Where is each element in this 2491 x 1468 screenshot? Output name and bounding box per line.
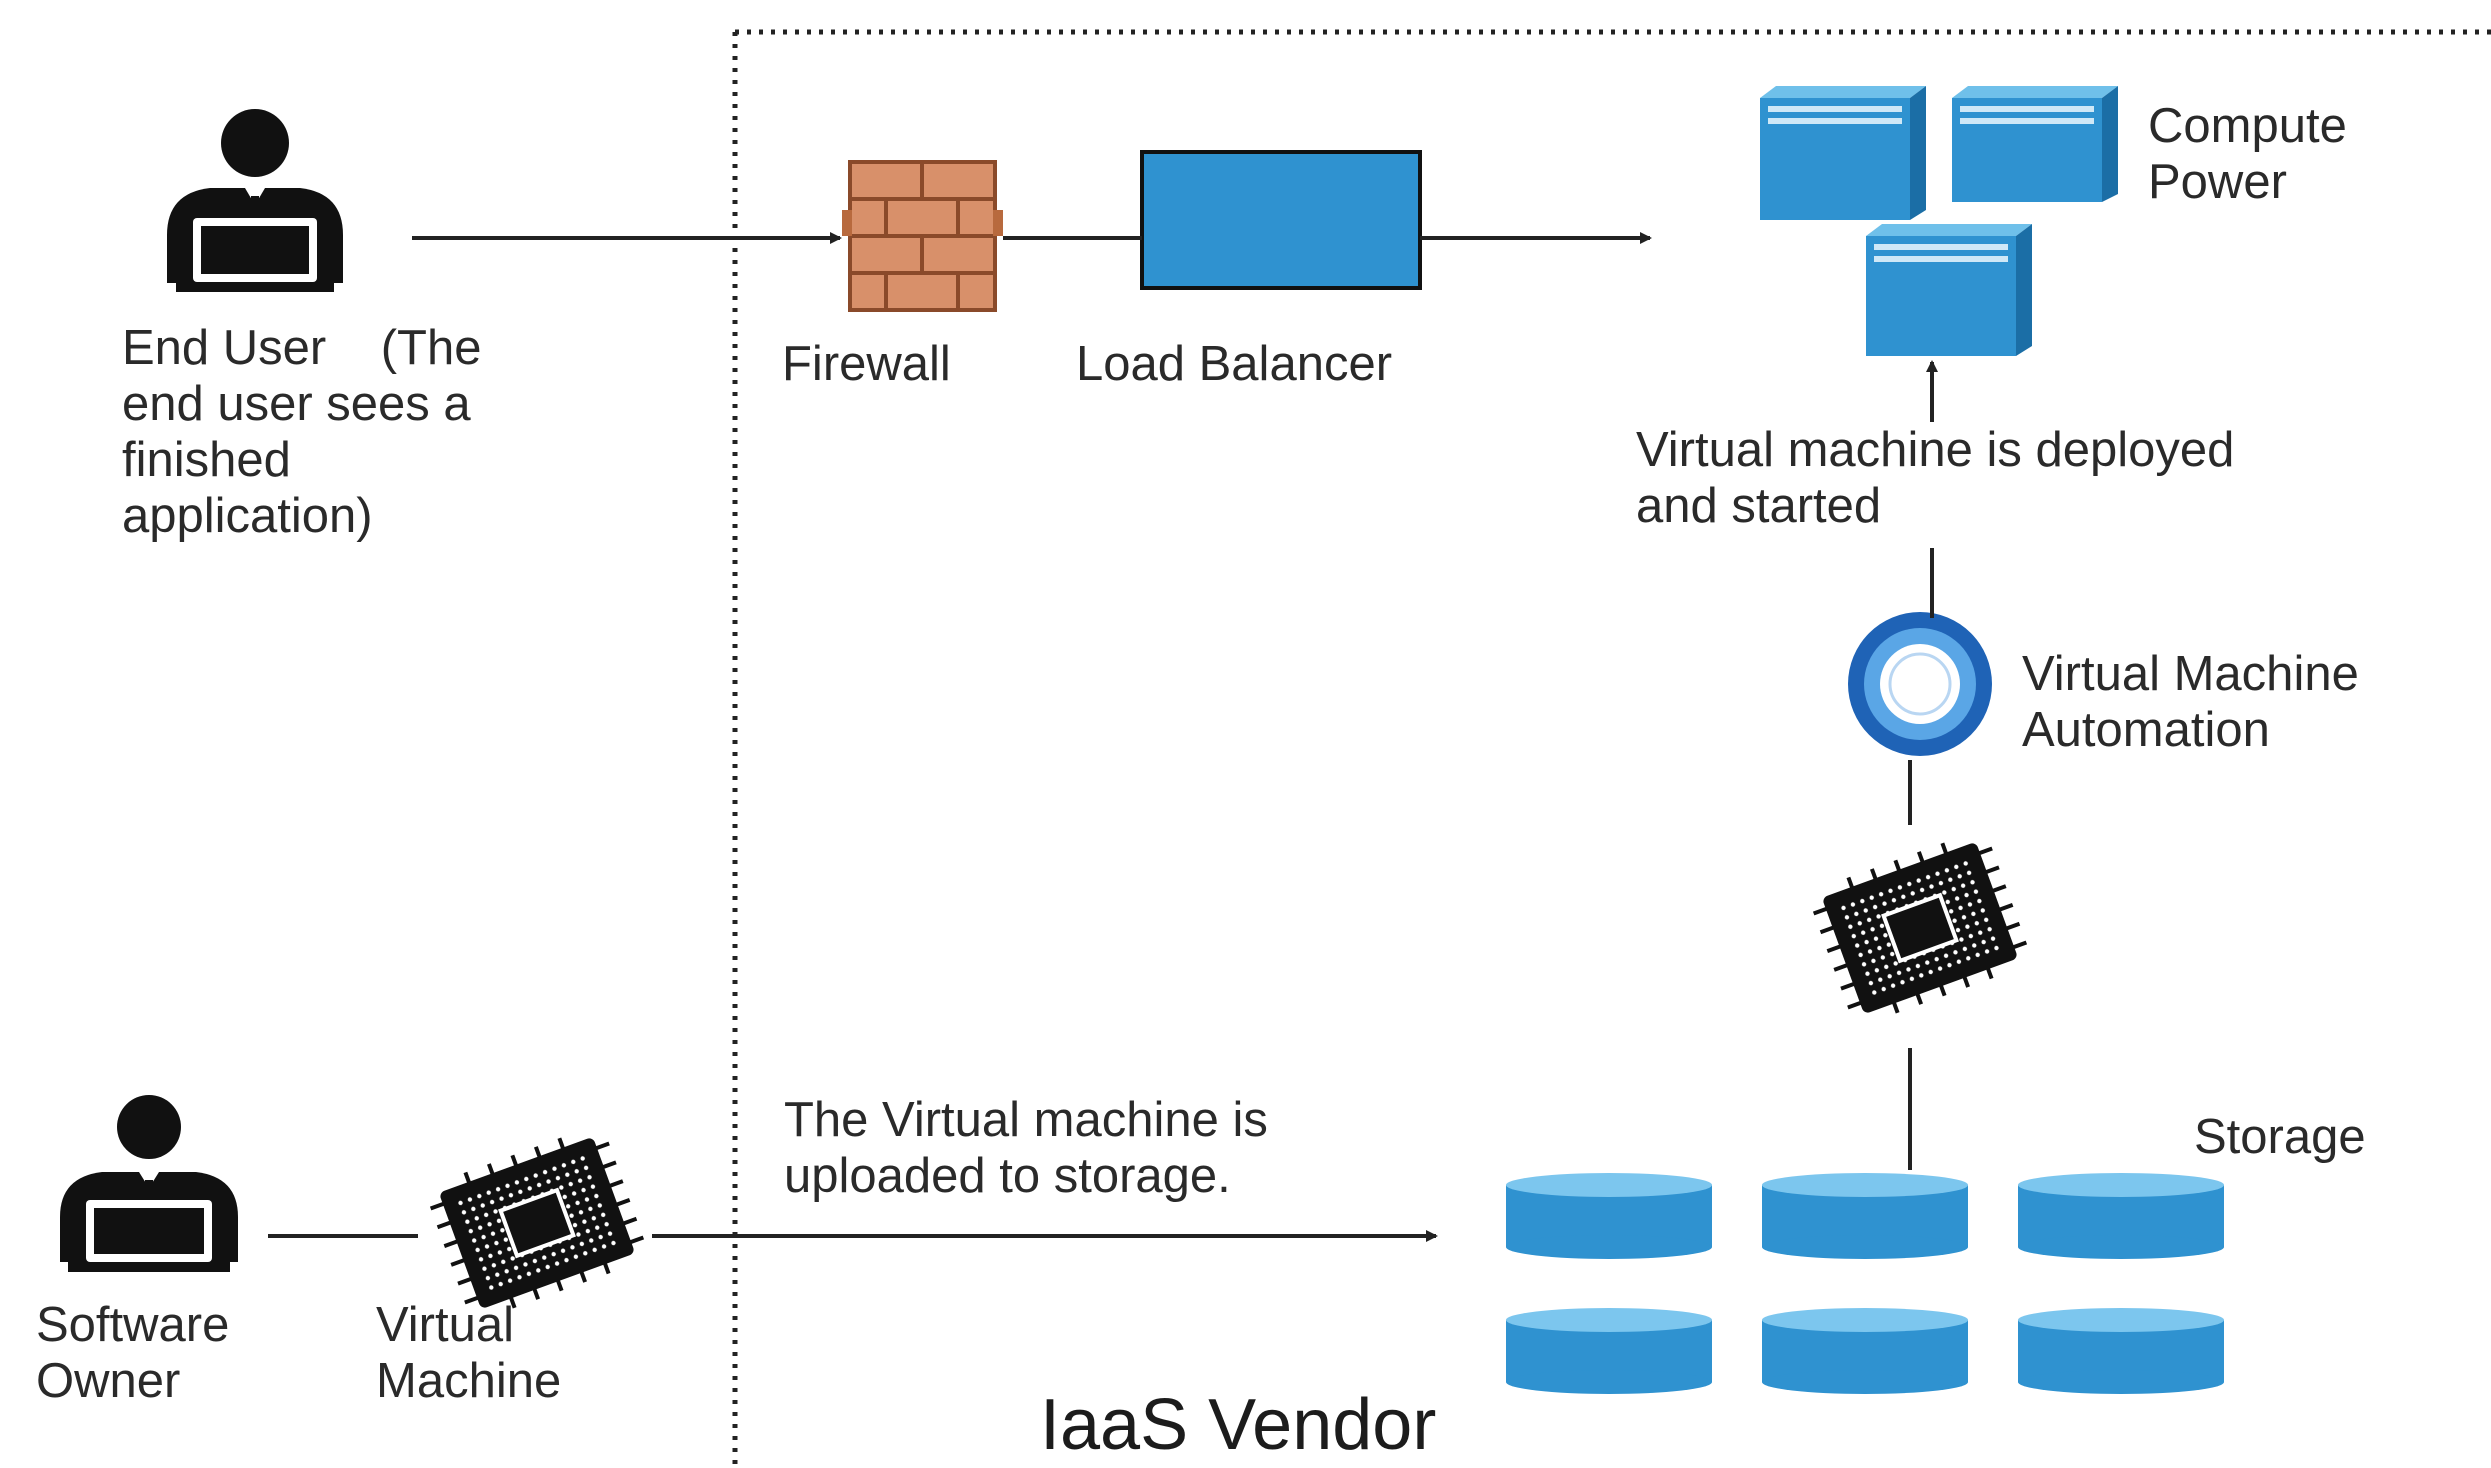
end-user-label-line: application)	[122, 489, 373, 543]
software-owner-label-line: Software	[36, 1298, 230, 1352]
compute-server-icon	[1760, 86, 1926, 220]
virtual-machine-label-line: Virtual	[376, 1298, 515, 1352]
end-user-icon	[167, 109, 343, 292]
chip-icon	[429, 1137, 645, 1309]
deployed-annotation-line: and started	[1636, 479, 1882, 533]
storage-disk-icon	[2018, 1173, 2224, 1259]
software-owner-icon	[60, 1095, 238, 1272]
virtual-machine-label-line: Machine	[376, 1354, 562, 1408]
iaas-vendor-label: IaaS Vendor	[1040, 1385, 1437, 1465]
vm-automation-icon	[1848, 612, 1992, 756]
storage-label: Storage	[2194, 1110, 2366, 1164]
storage-disk-icon	[1762, 1308, 1968, 1394]
end-user-label: End User (The end user sees a finished a…	[122, 320, 481, 544]
compute-power-label-line: Compute	[2148, 99, 2347, 153]
vendor-boundary	[732, 29, 2491, 1468]
end-user-label-line: finished	[122, 433, 291, 487]
deployed-annotation: Virtual machine is deployed and started	[1636, 422, 2234, 534]
compute-server-icon	[1866, 224, 2032, 356]
chip-icon	[1812, 842, 2028, 1014]
storage-disk-icon	[2018, 1308, 2224, 1394]
storage-disk-icon	[1762, 1173, 1968, 1259]
uploaded-annotation: The Virtual machine is uploaded to stora…	[784, 1092, 1268, 1204]
storage-disk-icon	[1506, 1308, 1712, 1394]
vm-automation-label: Virtual Machine Automation	[2022, 646, 2359, 758]
vm-automation-label-line: Automation	[2022, 703, 2270, 757]
uploaded-annotation-line: The Virtual machine is	[784, 1093, 1268, 1147]
compute-server-icon	[1952, 86, 2118, 202]
virtual-machine-label: Virtual Machine	[376, 1297, 561, 1409]
firewall-icon	[842, 160, 1003, 312]
compute-power-label: Compute Power	[2148, 98, 2347, 210]
firewall-label: Firewall	[782, 337, 951, 391]
end-user-label-line: End User (The	[122, 321, 482, 375]
deployed-annotation-line: Virtual machine is deployed	[1636, 423, 2235, 477]
end-user-label-line: end user sees a	[122, 377, 471, 431]
load-balancer-label: Load Balancer	[1076, 337, 1393, 391]
uploaded-annotation-line: uploaded to storage.	[784, 1149, 1231, 1203]
load-balancer-box	[1140, 150, 1422, 290]
software-owner-label: Software Owner	[36, 1297, 229, 1409]
storage-disk-icon	[1506, 1173, 1712, 1259]
compute-power-label-line: Power	[2148, 155, 2287, 209]
connectors	[268, 232, 1938, 1242]
software-owner-label-line: Owner	[36, 1354, 181, 1408]
vm-automation-label-line: Virtual Machine	[2022, 647, 2359, 701]
